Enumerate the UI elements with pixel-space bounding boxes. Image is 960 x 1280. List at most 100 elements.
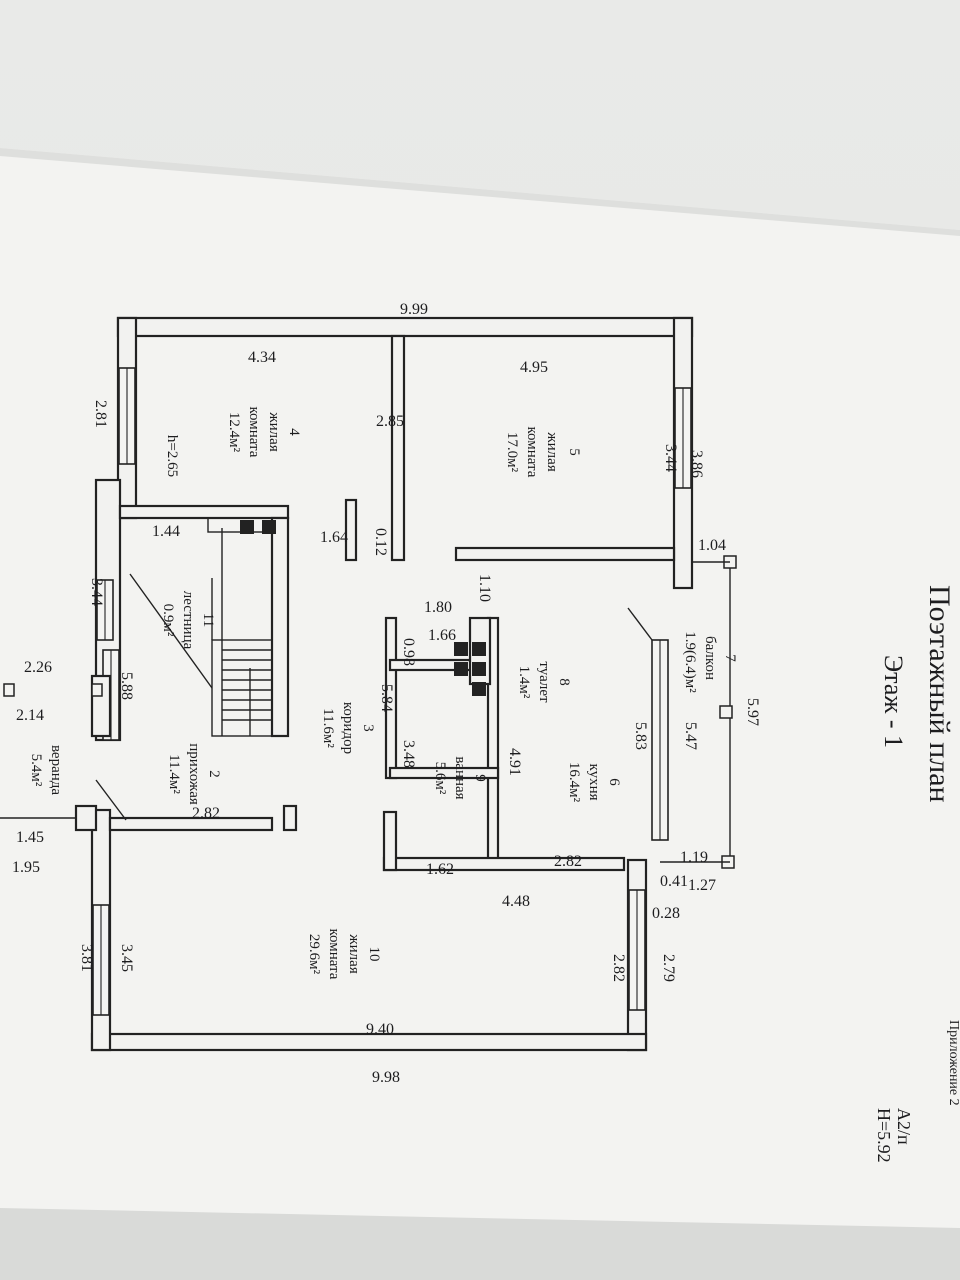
dim-label: 9.98	[372, 1069, 400, 1086]
room-9-num: 9	[472, 774, 488, 782]
dim-label: 5.88	[118, 672, 135, 700]
dim-label: 1.44	[152, 523, 180, 540]
dim-label: 0.28	[652, 905, 680, 922]
dim-label: 5.97	[744, 698, 761, 726]
dim-label: 1.80	[424, 599, 452, 616]
dim-label: 2.26	[24, 659, 52, 676]
dim-label: 2.81	[92, 400, 109, 428]
corner-text: Приложение 2	[946, 1020, 960, 1106]
veranda	[0, 674, 127, 832]
dim-label: 3.48	[400, 740, 417, 768]
room-7-line1: балкон	[702, 636, 718, 680]
room-2-area: 11.4м²	[166, 754, 182, 794]
dim-label: 4.91	[506, 748, 523, 776]
height-mark: H=5.92	[874, 1108, 894, 1163]
room-label-6: 6 кухня 16.4м²	[566, 762, 622, 803]
dim-label: 3.86	[688, 450, 705, 478]
room-9-area: 5.6м²	[432, 762, 448, 795]
dim-label: 5.84	[378, 684, 395, 712]
balcony-outline	[627, 555, 737, 869]
dim-label: 1.66	[428, 627, 456, 644]
ceiling-height: h=2.65	[164, 435, 180, 477]
room-8-num: 8	[556, 678, 572, 686]
room-3-area: 11.6м²	[320, 708, 336, 748]
room-10-area: 29.6м²	[306, 934, 322, 975]
dim-label: 2.82	[610, 954, 627, 982]
dim-label: 1.45	[16, 829, 44, 846]
room-5-line2: комната	[524, 427, 540, 478]
dimensions: 9.99 4.34 4.95 3.86 3.44 2.81 2.85 1.44 …	[12, 301, 761, 1086]
dim-label: 3.44	[88, 578, 105, 606]
dim-label: 1.10	[476, 574, 493, 602]
staircase	[129, 517, 273, 737]
dim-label: 2.82	[554, 853, 582, 870]
dim-label: 5.47	[682, 722, 699, 750]
room-8-line1: туалет	[536, 661, 552, 703]
dim-label: 9.40	[366, 1021, 394, 1038]
veranda-area: 5.4м²	[28, 754, 44, 787]
class-mark: А2/п	[894, 1108, 914, 1145]
veranda-line1: веранда	[48, 745, 64, 795]
room-label-9: 9 ванная 5.6м²	[432, 756, 488, 799]
dim-label: 1.04	[698, 537, 726, 554]
dim-label: 1.62	[426, 861, 454, 878]
room-6-area: 16.4м²	[566, 762, 582, 803]
room-label-8: 8 туалет 1.4м²	[516, 661, 572, 703]
room-4-line2: комната	[246, 407, 262, 458]
room-5-num: 5	[566, 448, 582, 456]
room-10-line2: комната	[326, 929, 342, 980]
room-10-line1: жилая	[346, 933, 362, 974]
plan-subtitle: Этаж - 1	[879, 655, 908, 748]
dim-label: 4.34	[248, 349, 276, 366]
room-11-area: 0.9м²	[160, 604, 176, 637]
dim-label: 2.14	[16, 707, 44, 724]
room-label-3: 3 коридор 11.6м²	[320, 702, 376, 754]
plan-title: Поэтажный план	[923, 585, 956, 803]
room-7-area: 1.9(6.4)м²	[682, 631, 698, 693]
room-10-num: 10	[366, 947, 382, 962]
dim-label: 3.45	[118, 944, 135, 972]
room-4-num: 4	[286, 428, 302, 436]
windows	[92, 367, 692, 1016]
room-5-area: 17.0м²	[504, 432, 520, 473]
dim-label: 4.48	[502, 893, 530, 910]
dim-label: 5.83	[632, 722, 649, 750]
room-label-veranda: веранда 5.4м²	[28, 745, 64, 795]
room-label-4: 4 жилая комната 12.4м² h=2.65	[164, 407, 302, 478]
room-3-line1: коридор	[340, 702, 356, 754]
room-3-num: 3	[360, 724, 376, 732]
dim-label: 1.64	[320, 529, 348, 546]
room-2-num: 2	[206, 770, 222, 778]
room-2-line1: прихожая	[186, 743, 202, 805]
dim-label: 1.27	[688, 877, 716, 894]
room-4-area: 12.4м²	[226, 412, 242, 453]
room-label-10: 10 жилая комната 29.6м²	[306, 929, 382, 980]
fixtures	[240, 520, 486, 696]
dim-label: 1.95	[12, 859, 40, 876]
room-4-line1: жилая	[266, 411, 282, 452]
dim-label: 2.79	[660, 954, 677, 982]
dim-label: 0.41	[660, 873, 688, 890]
dim-label: 2.85	[376, 413, 404, 430]
dim-label: 1.19	[680, 849, 708, 866]
room-11-num: 11	[200, 613, 216, 627]
dim-label: 0.98	[400, 638, 417, 666]
room-label-7: 7 балкон 1.9(6.4)м²	[682, 631, 738, 693]
room-7-num: 7	[722, 654, 738, 662]
room-6-num: 6	[606, 778, 622, 786]
room-5-line1: жилая	[544, 431, 560, 472]
dim-label: 3.81	[78, 944, 95, 972]
room-11-line1: лестница	[180, 591, 196, 650]
interior-walls	[108, 334, 676, 872]
room-8-area: 1.4м²	[516, 666, 532, 699]
dim-label: 2.82	[192, 805, 220, 822]
dim-label: 0.12	[372, 528, 389, 556]
room-label-2: 2 прихожая 11.4м²	[166, 743, 222, 805]
room-6-line1: кухня	[586, 763, 602, 800]
dim-label: 9.99	[400, 301, 428, 318]
room-label-5: 5 жилая комната 17.0м²	[504, 427, 582, 478]
room-label-11: 11 лестница 0.9м²	[160, 591, 216, 650]
room-9-line1: ванная	[452, 756, 468, 799]
